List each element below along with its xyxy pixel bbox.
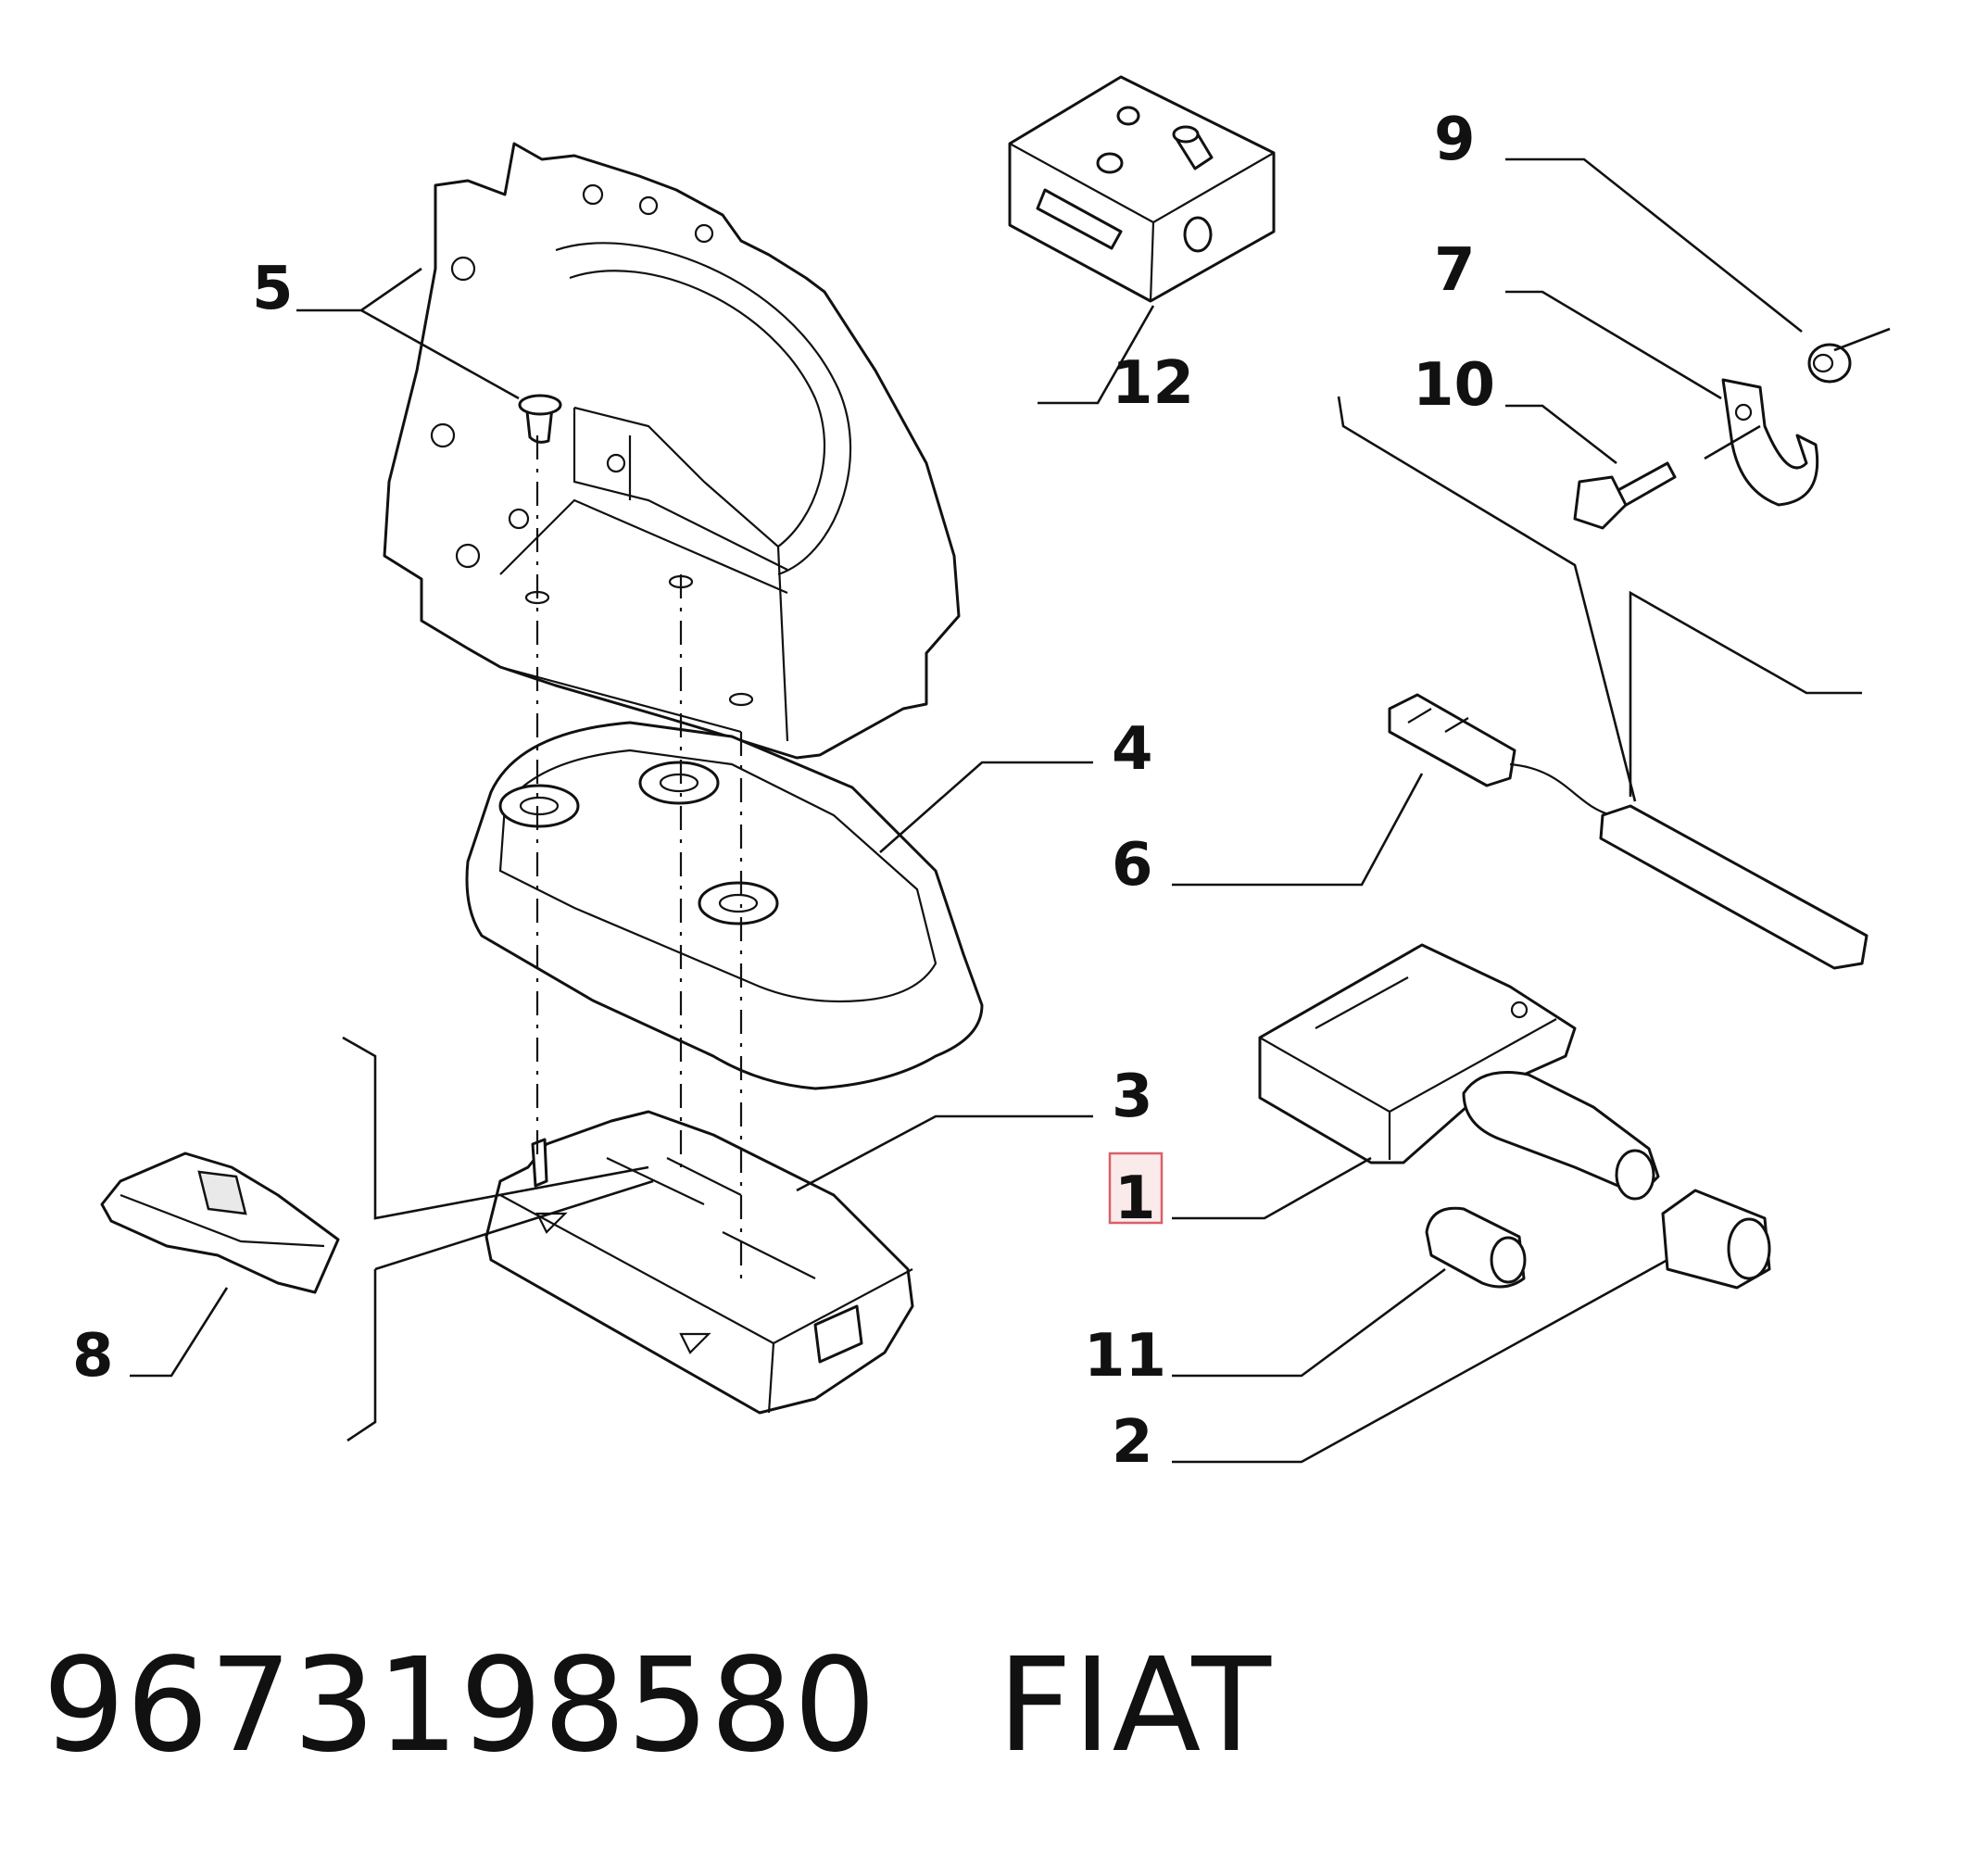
callout-7: 7 xyxy=(1434,236,1476,305)
callout-11: 11 xyxy=(1084,1322,1166,1391)
callout-2: 2 xyxy=(1112,1408,1153,1477)
valve-cap-part xyxy=(1425,1206,1527,1289)
nut-part xyxy=(1807,343,1852,384)
callout-10: 10 xyxy=(1413,351,1495,420)
leader-line xyxy=(1505,404,1617,465)
bolt-part xyxy=(1573,461,1677,530)
callout-3: 3 xyxy=(1112,1063,1153,1131)
leader-line xyxy=(1505,157,1803,334)
leader-line xyxy=(1505,290,1722,400)
callout-12: 12 xyxy=(1112,349,1194,418)
leader-line xyxy=(796,1114,1093,1192)
leader-line xyxy=(130,1287,229,1378)
leader-line xyxy=(1172,1258,1668,1464)
leader-line xyxy=(1172,1267,1446,1378)
leader-line xyxy=(1038,305,1155,405)
control-module-part xyxy=(484,1110,914,1415)
leader-line xyxy=(1704,424,1761,460)
callout-8: 8 xyxy=(72,1322,114,1391)
callout-9: 9 xyxy=(1434,106,1476,174)
valve-kit-box xyxy=(1008,75,1276,303)
leader-line xyxy=(296,267,520,400)
highlight-box xyxy=(1108,1152,1164,1225)
callout-4: 4 xyxy=(1112,715,1153,784)
sensor-lead-part xyxy=(1388,693,1868,970)
part-number: 9673198580 xyxy=(43,1630,877,1781)
tpms-sensor-part xyxy=(1258,943,1660,1201)
leader-line xyxy=(1337,396,1637,802)
leader-line xyxy=(1833,327,1891,352)
leader-line xyxy=(1172,773,1424,887)
brand-name: FIAT xyxy=(997,1630,1272,1781)
leader-line xyxy=(1629,590,1862,797)
bracket-part xyxy=(383,142,961,760)
clip-part xyxy=(1721,378,1819,507)
callout-1: 1 xyxy=(1114,1164,1156,1233)
exploded-parts-diagram: 5 12 9 7 10 4 6 3 1 11 2 8 xyxy=(72,75,1891,1477)
caption: 9673198580 FIAT xyxy=(43,1630,1272,1781)
callout-5: 5 xyxy=(252,255,294,323)
leader-line xyxy=(342,1036,654,1442)
push-pin-part xyxy=(518,394,562,444)
cover-part xyxy=(465,721,984,1090)
leader-line xyxy=(1172,1156,1372,1220)
leader-line xyxy=(879,761,1093,853)
connector-clip-part xyxy=(100,1152,340,1294)
callout-6: 6 xyxy=(1112,831,1153,900)
valve-sleeve-part xyxy=(1661,1189,1771,1290)
